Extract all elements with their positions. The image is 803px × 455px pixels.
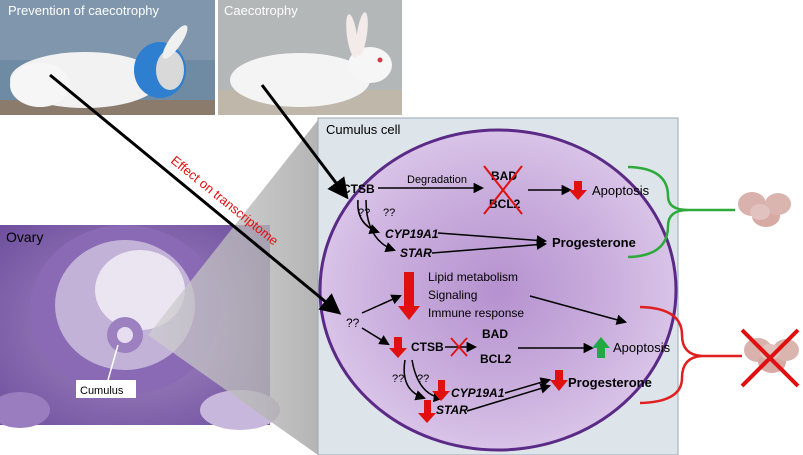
upper-apoptosis-down-arrow-icon (569, 181, 587, 200)
ovary-title: Ovary (6, 229, 43, 245)
upper-curved-arrow2 (365, 199, 396, 253)
upper-progesterone: Progesterone (552, 235, 636, 250)
arrow-caecotrophy-to-cell (260, 84, 349, 200)
lower-star-to-prog-arrow (466, 383, 552, 412)
middle-to-lower-arrow (361, 327, 390, 346)
lower-apoptosis: Apoptosis (613, 340, 671, 355)
upper-star: STAR (400, 246, 432, 260)
process-item: Signaling (428, 288, 477, 302)
middle-q: ?? (346, 316, 360, 330)
lower-star: STAR (436, 403, 468, 417)
upper-cyp-to-prog-arrow (437, 232, 548, 246)
lower-curved-arrow1 (403, 359, 426, 401)
arrow-prevention-to-cell (49, 73, 342, 315)
photo-caecotrophy (218, 0, 402, 115)
lower-bad: BAD (482, 327, 508, 341)
upper-curved-arrow1 (357, 199, 380, 235)
upper-star-to-prog-arrow (431, 239, 548, 254)
cross-upper-line2 (483, 165, 523, 215)
upper-bcl2: BCL2 (489, 197, 521, 211)
cross-lower-line2 (450, 337, 468, 357)
lower-cyp-down-arrow-icon (432, 380, 450, 401)
upper-cyp19a1: CYP19A1 (385, 227, 439, 241)
upper-q2: ?? (383, 207, 395, 219)
label-prevention-of-caecotrophy: Prevention of caecotrophy (8, 3, 160, 18)
offspring-cross-line2 (740, 328, 800, 388)
cell-membrane (318, 128, 678, 452)
lower-ctsb: CTSB (411, 340, 444, 354)
lower-q2: ?? (417, 373, 429, 385)
lower-cyp19a1: CYP19A1 (451, 386, 505, 400)
zoom-cone (148, 120, 318, 455)
lower-cyp-to-prog-arrow (504, 377, 552, 394)
cumulus-cell-title: Cumulus cell (326, 122, 401, 137)
lower-bcl2: BCL2 (480, 352, 512, 366)
cumulus-pointer (107, 344, 119, 381)
lower-progesterone: Progesterone (568, 375, 652, 390)
lower-ctsb-down-arrow-icon (389, 337, 407, 358)
middle-to-processes-arrow (361, 294, 402, 314)
upper-apoptosis: Apoptosis (592, 183, 650, 198)
lower-progesterone-down-arrow-icon (550, 370, 568, 391)
processes-down-arrow-icon (398, 272, 420, 320)
lower-q1: ?? (392, 373, 404, 385)
cumulus-label: Cumulus (80, 385, 124, 397)
process-item: Lipid metabolism (428, 270, 518, 284)
label-caecotrophy: Caecotrophy (224, 3, 298, 18)
lower-star-down-arrow-icon (418, 400, 436, 423)
process-item: Immune response (428, 306, 524, 320)
degradation-label: Degradation (407, 174, 467, 186)
upper-ctsb: CTSB (342, 182, 375, 196)
healthy-offspring-icon (738, 192, 791, 227)
photo-prevention-of-caecotrophy (0, 0, 215, 115)
lower-apoptosis-up-arrow-icon (592, 337, 610, 358)
processes-to-apoptosis-arrow (529, 295, 628, 325)
